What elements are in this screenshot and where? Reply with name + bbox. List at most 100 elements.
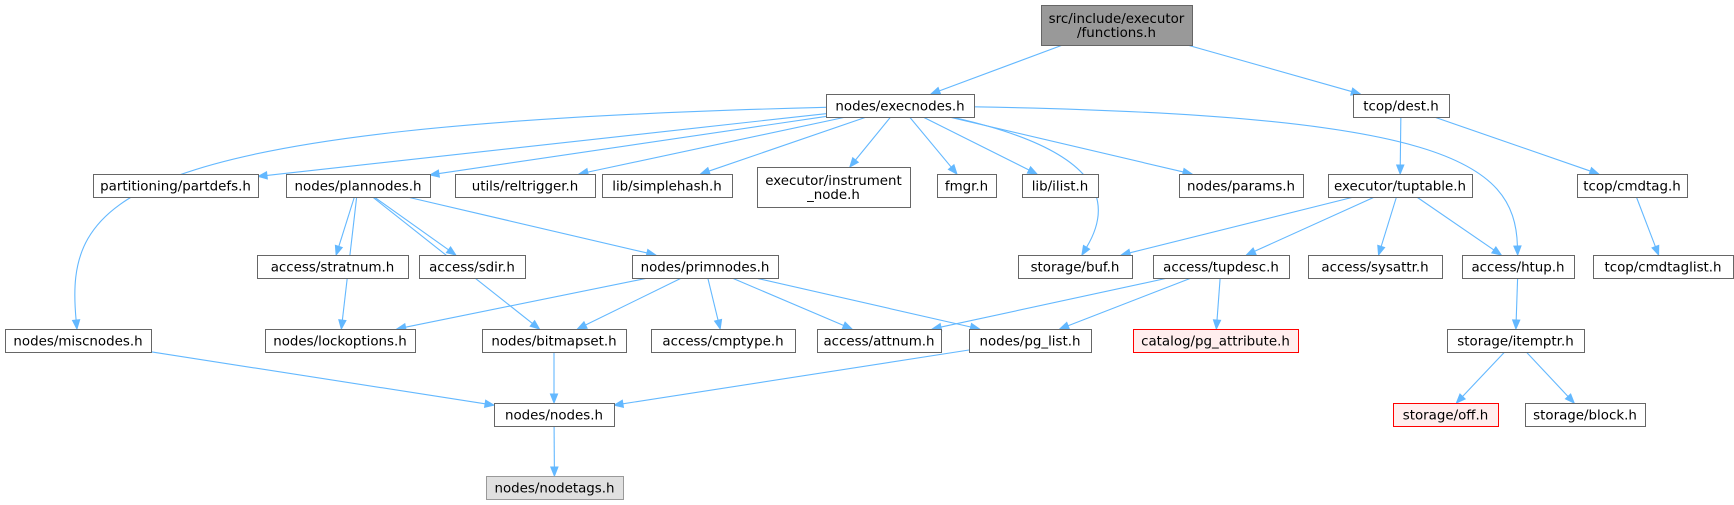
- node-attnum[interactable]: access/attnum.h: [817, 329, 942, 353]
- node-label: partitioning/partdefs.h: [100, 180, 251, 195]
- node-instrument[interactable]: executor/instrument_node.h: [757, 167, 911, 208]
- node-box: [757, 167, 911, 208]
- node-label: nodes/pg_list.h: [979, 335, 1080, 350]
- edge-primnodes-to-lockoptions: [395, 277, 649, 332]
- node-box: [1447, 329, 1585, 353]
- edge-line: [940, 277, 1168, 328]
- node-cmdtaglist[interactable]: tcop/cmdtaglist.h: [1593, 255, 1734, 279]
- edge-primnodes-to-attnum: [731, 277, 854, 330]
- node-label: catalog/pg_attribute.h: [1141, 335, 1290, 350]
- edge-arrowhead: [1212, 319, 1222, 331]
- node-box: [1179, 174, 1304, 198]
- node-box: [817, 329, 942, 353]
- edge-line: [1380, 196, 1397, 247]
- node-nodes[interactable]: nodes/nodes.h: [494, 403, 615, 427]
- node-off[interactable]: storage/off.h: [1393, 403, 1499, 427]
- node-label: lib/simplehash.h: [612, 180, 722, 195]
- node-box: [1328, 174, 1473, 198]
- node-reltrigger[interactable]: utils/reltrigger.h: [455, 174, 596, 198]
- node-box: [1018, 255, 1133, 279]
- edge-line: [922, 116, 1030, 171]
- node-box: [1153, 255, 1290, 279]
- node-primnodes[interactable]: nodes/primnodes.h: [632, 255, 779, 279]
- node-cmdtag[interactable]: tcop/cmdtag.h: [1577, 174, 1688, 198]
- edge-functions-to-dest: [1187, 44, 1362, 96]
- node-sysattr[interactable]: access/sysattr.h: [1308, 255, 1443, 279]
- node-buf[interactable]: storage/buf.h: [1018, 255, 1133, 279]
- edge-arrowhead: [1455, 393, 1467, 404]
- node-params[interactable]: nodes/params.h: [1179, 174, 1304, 198]
- node-label: access/attnum.h: [823, 335, 934, 350]
- node-label: storage/block.h: [1533, 409, 1637, 424]
- node-dest[interactable]: tcop/dest.h: [1353, 94, 1450, 118]
- node-cmptype[interactable]: access/cmptype.h: [651, 329, 796, 353]
- edge-line: [1515, 277, 1519, 321]
- edge-arrowhead: [338, 319, 347, 331]
- node-execnodes[interactable]: nodes/execnodes.h: [826, 94, 975, 118]
- node-box: [1308, 255, 1443, 279]
- node-plannodes[interactable]: nodes/plannodes.h: [286, 174, 431, 198]
- edge-itemptr-to-off: [1455, 351, 1506, 404]
- node-label: executor/tuptable.h: [1334, 180, 1466, 195]
- node-label: src/include/executor: [1049, 12, 1185, 27]
- edge-arrowhead: [1245, 247, 1257, 256]
- node-label: storage/buf.h: [1031, 261, 1120, 276]
- edge-execnodes-to-fmgr: [909, 116, 958, 176]
- node-pg_attribute[interactable]: catalog/pg_attribute.h: [1133, 329, 1299, 353]
- node-miscnodes[interactable]: nodes/miscnodes.h: [5, 329, 152, 353]
- edge-line: [74, 106, 827, 321]
- node-box: [602, 174, 733, 198]
- node-stratnum[interactable]: access/stratnum.h: [257, 255, 409, 279]
- node-box: [1041, 5, 1193, 46]
- node-label: lib/ilist.h: [1032, 180, 1089, 195]
- edge-arrowhead: [1350, 87, 1362, 96]
- node-label: nodes/lockoptions.h: [273, 335, 407, 350]
- node-box: [969, 329, 1092, 353]
- node-functions[interactable]: src/include/executor/functions.h: [1041, 5, 1193, 46]
- edge-arrowhead: [1395, 164, 1405, 176]
- edge-arrowhead: [1588, 166, 1601, 175]
- node-simplehash[interactable]: lib/simplehash.h: [602, 174, 733, 198]
- node-box: [419, 255, 526, 279]
- edge-arrowhead: [1026, 165, 1039, 175]
- edge-tuptable-to-tupdesc: [1245, 196, 1375, 256]
- edge-bitmapset-to-nodes: [549, 352, 559, 405]
- node-box: [826, 94, 975, 118]
- node-htup[interactable]: access/htup.h: [1462, 255, 1575, 279]
- node-block[interactable]: storage/block.h: [1525, 403, 1646, 427]
- edge-arrowhead: [848, 156, 860, 169]
- node-itemptr[interactable]: storage/itemptr.h: [1447, 329, 1585, 353]
- node-nodetags[interactable]: nodes/nodetags.h: [486, 476, 624, 500]
- edge-arrowhead: [576, 320, 588, 330]
- node-pg_list[interactable]: nodes/pg_list.h: [969, 329, 1092, 353]
- edge-line: [1187, 44, 1352, 93]
- edge-primnodes-to-bitmapset: [576, 277, 682, 330]
- node-box: [1022, 174, 1099, 198]
- node-label: nodes/nodes.h: [505, 409, 603, 424]
- node-bitmapset[interactable]: nodes/bitmapset.h: [482, 329, 627, 353]
- node-sdir[interactable]: access/sdir.h: [419, 255, 526, 279]
- node-fmgr[interactable]: fmgr.h: [937, 174, 997, 198]
- edge-line: [1462, 351, 1506, 397]
- node-box: [1133, 329, 1299, 353]
- edge-itemptr-to-block: [1525, 351, 1576, 404]
- edge-line: [405, 277, 649, 328]
- node-label: tcop/cmdtaglist.h: [1604, 261, 1721, 276]
- node-ilist[interactable]: lib/ilist.h: [1022, 174, 1099, 198]
- node-tuptable[interactable]: executor/tuptable.h: [1328, 174, 1473, 198]
- node-tupdesc[interactable]: access/tupdesc.h: [1153, 255, 1290, 279]
- edge-arrowhead: [1081, 244, 1091, 257]
- edge-line: [1434, 116, 1591, 172]
- edge-arrowhead: [699, 166, 711, 176]
- node-box: [1393, 403, 1499, 427]
- node-label: access/sdir.h: [429, 261, 515, 276]
- node-lockoptions[interactable]: nodes/lockoptions.h: [265, 329, 416, 353]
- node-label: nodes/execnodes.h: [835, 100, 964, 115]
- edge-miscnodes-to-nodes: [150, 351, 496, 408]
- node-label: nodes/miscnodes.h: [13, 335, 142, 350]
- node-box: [257, 255, 409, 279]
- node-box: [455, 174, 596, 198]
- edge-arrowhead: [428, 169, 441, 178]
- node-partdefs[interactable]: partitioning/partdefs.h: [93, 174, 259, 198]
